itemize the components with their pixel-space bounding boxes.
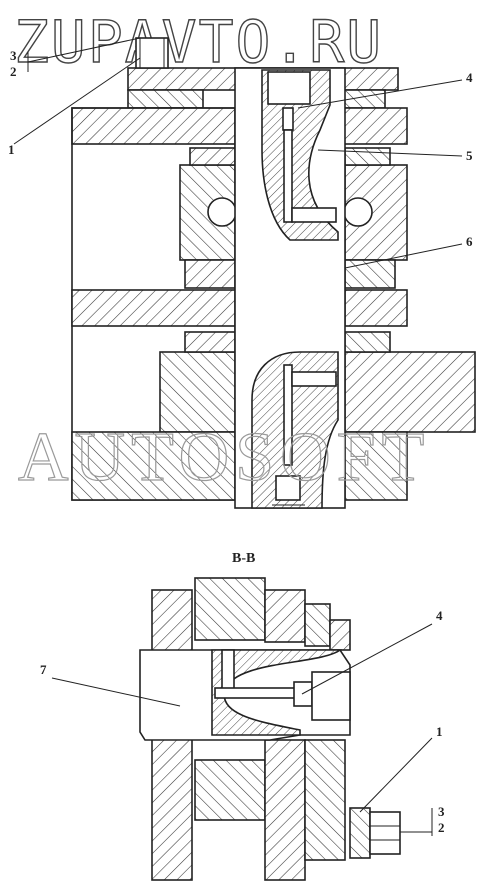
bb-grease-channel-vertical (221, 649, 235, 691)
leader-4 (297, 79, 463, 109)
callout-6: 6 (466, 234, 473, 249)
bb-top-edge (329, 619, 351, 651)
lower-lug-profile (251, 351, 339, 509)
leader-5 (317, 149, 463, 157)
bb-bottom-block (194, 759, 266, 821)
callout-2-bb: 2 (438, 820, 445, 835)
leader-3-2 (27, 37, 141, 63)
upper-lug-profile (261, 69, 339, 241)
callout-1-bb: 1 (436, 724, 443, 739)
callout-2: 2 (10, 64, 17, 79)
middle-beam-left (71, 289, 236, 327)
left-bearing-roller (207, 197, 237, 227)
leader-7 (51, 677, 181, 707)
lower-right-block (344, 351, 476, 433)
bottom-right-block (344, 431, 408, 501)
bb-nipple-cavity (311, 671, 351, 721)
bb-top-right-block (264, 589, 306, 643)
lower-left-cap (184, 331, 236, 353)
top-plate-left-step (127, 89, 204, 109)
callout-1: 1 (8, 142, 15, 157)
leader-4-bb (301, 623, 433, 695)
lower-grease-nipple (275, 475, 301, 501)
top-watermark: ZUPAVTO.RU (14, 8, 383, 76)
callout-4-bb: 4 (436, 608, 443, 623)
upper-assembly-view: 1 3 2 4 5 6 (8, 37, 476, 509)
middle-watermark: AUTOSOFT (18, 419, 430, 496)
top-plate-right-step (339, 89, 386, 109)
lower-grease-cross-channel (291, 371, 337, 387)
callout-3-bb: 3 (438, 804, 445, 819)
upper-grease-cavity (267, 71, 311, 105)
lower-left-block (159, 351, 236, 433)
bb-top-step (304, 603, 331, 647)
leader-1-bb (359, 737, 433, 813)
middle-beam-right (344, 289, 408, 327)
bb-top-block (194, 577, 266, 641)
lower-grease-channel (283, 364, 293, 466)
leader-6 (344, 243, 463, 269)
section-title: B-B (232, 551, 255, 566)
bb-bottom-step (304, 739, 346, 861)
section-bb-view: 7 4 1 3 2 (40, 577, 445, 881)
lower-right-cap (344, 331, 391, 353)
upper-grease-cross-channel (291, 207, 337, 223)
bb-bottom-right-block (264, 739, 306, 881)
upper-grease-channel (283, 129, 293, 223)
right-lower-ring (344, 259, 396, 289)
bb-grease-channel-horizontal (214, 687, 296, 699)
top-bolt-head (135, 37, 169, 69)
upper-grease-nipple (282, 107, 294, 131)
callout-3: 3 (10, 48, 17, 63)
right-bearing-roller (343, 197, 373, 227)
right-bearing-cap (344, 147, 391, 166)
callout-4: 4 (466, 70, 473, 85)
bb-bolt-head (369, 811, 401, 855)
bb-washer (349, 807, 371, 859)
left-bearing-cap (189, 147, 236, 166)
left-lower-ring (184, 259, 236, 289)
callout-5: 5 (466, 148, 473, 163)
callout-7: 7 (40, 662, 47, 677)
leader-1 (13, 57, 141, 145)
